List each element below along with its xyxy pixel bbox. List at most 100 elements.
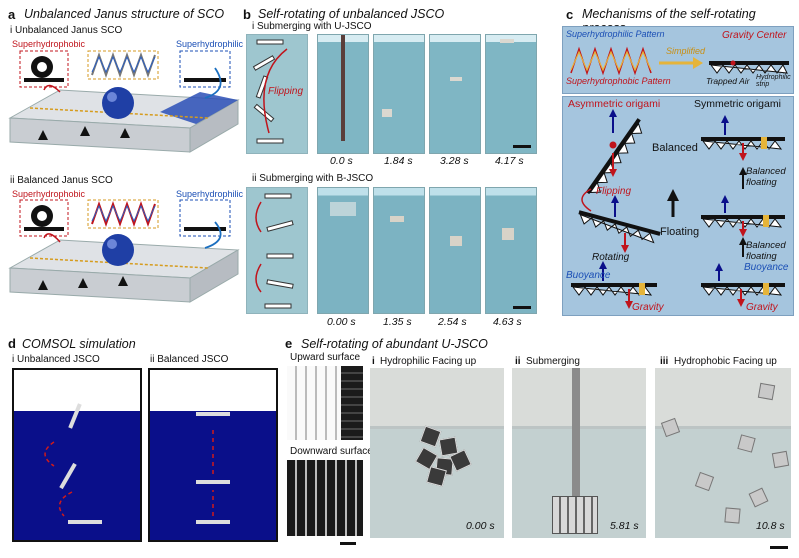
up-arrow-icon xyxy=(80,126,90,136)
downward-surface-label: Downward surface xyxy=(290,446,373,457)
tank-ii-2 xyxy=(373,187,425,314)
gravity-label-2: Gravity xyxy=(746,302,778,313)
tank-i-1 xyxy=(317,34,369,154)
panel-a-graphics xyxy=(8,50,240,303)
buoyance-label-1: Buoyance xyxy=(566,270,611,281)
superhydrophilic-pattern-label: Superhydrophilic Pattern xyxy=(566,29,665,39)
scale-bar xyxy=(770,546,788,549)
flip-schematic-ii xyxy=(246,187,308,314)
upward-surface-photo xyxy=(287,366,363,440)
mechanism-box xyxy=(562,96,794,316)
up-arrow-icon xyxy=(38,130,48,140)
buoyance-label-2: Buoyance xyxy=(744,262,789,273)
up-arrow-icon xyxy=(78,278,88,288)
upward-surface-label: Upward surface xyxy=(290,352,361,363)
tank-i-2 xyxy=(373,34,425,154)
hydrophilic-inset-1 xyxy=(179,50,231,88)
zigzag-inset-1 xyxy=(87,50,159,80)
panel-d-sub-i: i Unbalanced JSCO xyxy=(12,354,100,365)
balanced-floating-label-2: Balanced floating xyxy=(746,240,786,262)
asymmetric-label: Asymmetric origami xyxy=(568,98,661,110)
panel-e-sub-i: i xyxy=(372,356,375,367)
time-ii-0: 0.00 s xyxy=(327,316,356,328)
panel-a-label: a xyxy=(8,7,16,22)
flipping-label-b: Flipping xyxy=(268,86,304,97)
panel-d-sub-ii: ii Balanced JSCO xyxy=(150,354,229,365)
water-droplet-2 xyxy=(102,234,134,266)
zigzag-inset-2 xyxy=(87,199,159,229)
scale-bar xyxy=(340,542,356,545)
hydrophilic-strip-label: Hydrophilic strip xyxy=(756,74,791,88)
balanced-label: Balanced xyxy=(652,142,698,154)
rod xyxy=(341,35,345,141)
panel-b-sub-i: i Submerging with U-JSCO xyxy=(252,21,372,32)
rotating-label: Rotating xyxy=(592,252,630,263)
tank-i-3 xyxy=(429,34,481,154)
tank-ii-3 xyxy=(429,187,481,314)
gravity-label-1: Gravity xyxy=(632,302,664,313)
panel-e-label: e xyxy=(285,336,293,351)
time-i-0: 0.0 s xyxy=(330,155,353,167)
tank-ii-1 xyxy=(317,187,369,314)
superhydrophobic-pattern-label: Superhydrophobic Pattern xyxy=(566,76,671,86)
water-droplet-1 xyxy=(102,87,134,119)
simplified-label: Simplified xyxy=(666,46,706,56)
superhydrophobic-label-2: Superhydrophobic xyxy=(12,189,86,199)
sample xyxy=(502,228,514,240)
panel-d-label: d xyxy=(8,336,16,351)
sample xyxy=(500,39,514,43)
symmetric-label: Symmetric origami xyxy=(694,98,781,110)
downward-surface-photo xyxy=(287,460,363,536)
tank-i-4 xyxy=(485,34,537,154)
hydrophilic-inset-2 xyxy=(179,199,231,237)
panel-b-title: Self-rotating of unbalanced JSCO xyxy=(258,7,445,21)
panel-a-sub-i: i Unbalanced Janus SCO xyxy=(10,25,123,36)
droplet-inset-2 xyxy=(19,199,69,237)
sample xyxy=(382,109,392,117)
panel-b-sub-ii: ii Submerging with B-JSCO xyxy=(252,173,374,184)
panel-e-sub-i-text: Hydrophilic Facing up xyxy=(380,356,477,367)
time-i-2: 3.28 s xyxy=(440,155,469,167)
droplet-inset-1 xyxy=(19,50,69,88)
panel-e-title: Self-rotating of abundant U-JSCO xyxy=(301,337,488,351)
simulation-balanced xyxy=(148,368,278,542)
superhydrophilic-label-1: Superhydrophilic xyxy=(176,39,244,49)
time-ii-3: 4.63 s xyxy=(493,316,522,328)
panel-d-title: COMSOL simulation xyxy=(22,337,136,351)
panel-a-sub-ii: ii Balanced Janus SCO xyxy=(10,175,113,186)
sample xyxy=(450,236,462,246)
pattern-box xyxy=(562,26,794,94)
time-e-0: 0.00 s xyxy=(466,520,495,532)
photo-submerging xyxy=(512,368,646,538)
gravity-center-label: Gravity Center xyxy=(722,30,787,41)
sample xyxy=(450,77,462,81)
panel-a-title: Unbalanced Janus structure of SCO xyxy=(24,7,225,21)
time-ii-2: 2.54 s xyxy=(438,316,467,328)
superhydrophobic-label-1: Superhydrophobic xyxy=(12,39,86,49)
time-i-3: 4.17 s xyxy=(495,155,524,167)
panel-e-sub-ii-text: Submerging xyxy=(526,356,580,367)
simulation-unbalanced xyxy=(12,368,142,542)
time-e-2: 10.8 s xyxy=(756,520,785,532)
floating-label: Floating xyxy=(660,226,700,238)
up-arrow-icon xyxy=(38,280,48,290)
tank-ii-4 xyxy=(485,187,537,314)
scale-bar xyxy=(513,145,531,148)
flip-schematic-i xyxy=(246,34,308,154)
balanced-floating-label-1: Balanced floating xyxy=(746,166,786,188)
photo-hydrophilic-up xyxy=(370,368,504,538)
up-arrow-icon xyxy=(120,128,130,138)
photo-hydrophobic-up xyxy=(655,368,791,538)
time-i-1: 1.84 s xyxy=(384,155,413,167)
sample xyxy=(390,216,404,222)
panel-e-sub-ii: ii xyxy=(515,356,521,367)
time-ii-1: 1.35 s xyxy=(383,316,412,328)
sample xyxy=(330,202,356,216)
panel-c-label: c xyxy=(566,7,574,22)
panel-b-label: b xyxy=(243,7,251,22)
flipping-label-c: Flipping xyxy=(596,186,632,197)
panel-e-sub-iii: iii xyxy=(660,356,669,367)
up-arrow-icon xyxy=(118,276,128,286)
panel-e-sub-iii-text: Hydrophobic Facing up xyxy=(674,356,777,367)
time-e-1: 5.81 s xyxy=(610,520,639,532)
